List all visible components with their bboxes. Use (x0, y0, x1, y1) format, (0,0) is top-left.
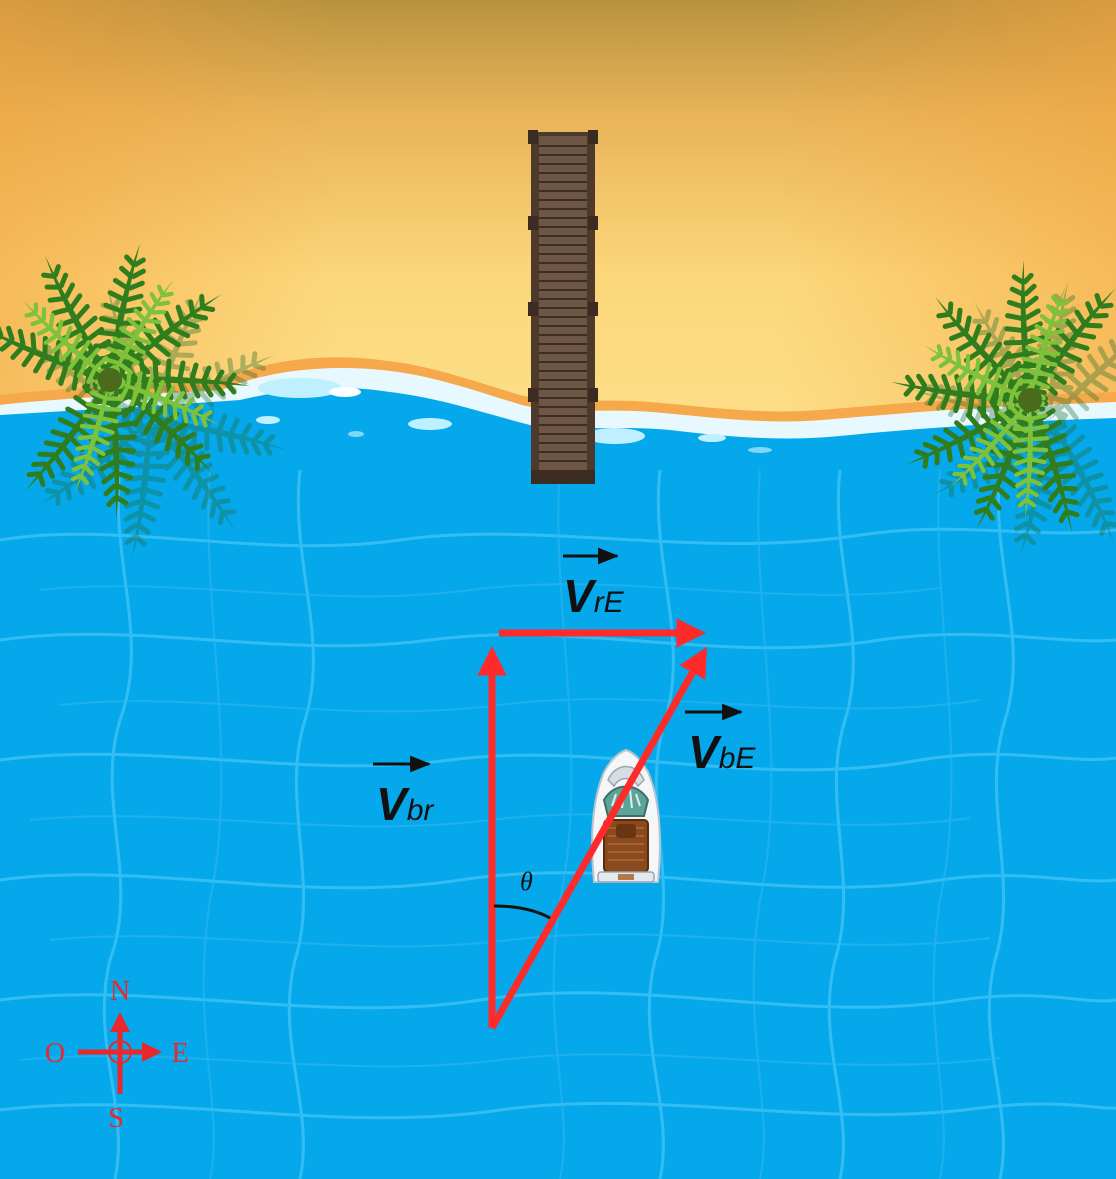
label-v-br: Vbr (373, 755, 434, 830)
v-be-subscript: bE (719, 742, 757, 775)
svg-text:VbE: VbE (688, 726, 756, 778)
palm-tree-right (889, 259, 1116, 561)
v-br-symbol: V (376, 778, 410, 830)
compass-north-label: N (110, 976, 130, 1007)
label-v-re: VrE (563, 547, 625, 622)
boat-icon (591, 748, 661, 883)
v-be-symbol: V (688, 726, 722, 778)
vector-triangle (477, 618, 708, 1030)
v-br-subscript: br (407, 794, 435, 827)
compass-icon: N S E O (45, 976, 189, 1134)
v-re-subscript: rE (594, 586, 625, 619)
compass-west-label: O (45, 1038, 65, 1069)
compass-east-label: E (171, 1038, 188, 1069)
svg-text:Vbr: Vbr (376, 778, 434, 830)
compass-south-label: S (108, 1103, 124, 1134)
dock-icon (528, 130, 598, 484)
svg-text:VrE: VrE (563, 570, 625, 622)
label-v-be: VbE (685, 703, 756, 778)
v-re-symbol: V (563, 570, 597, 622)
vector-v-be-arrow (488, 646, 708, 1030)
angle-arc (493, 904, 551, 920)
river-water (0, 357, 1116, 1179)
palm-tree-left (0, 239, 291, 562)
angle-theta-label: θ (520, 867, 533, 896)
